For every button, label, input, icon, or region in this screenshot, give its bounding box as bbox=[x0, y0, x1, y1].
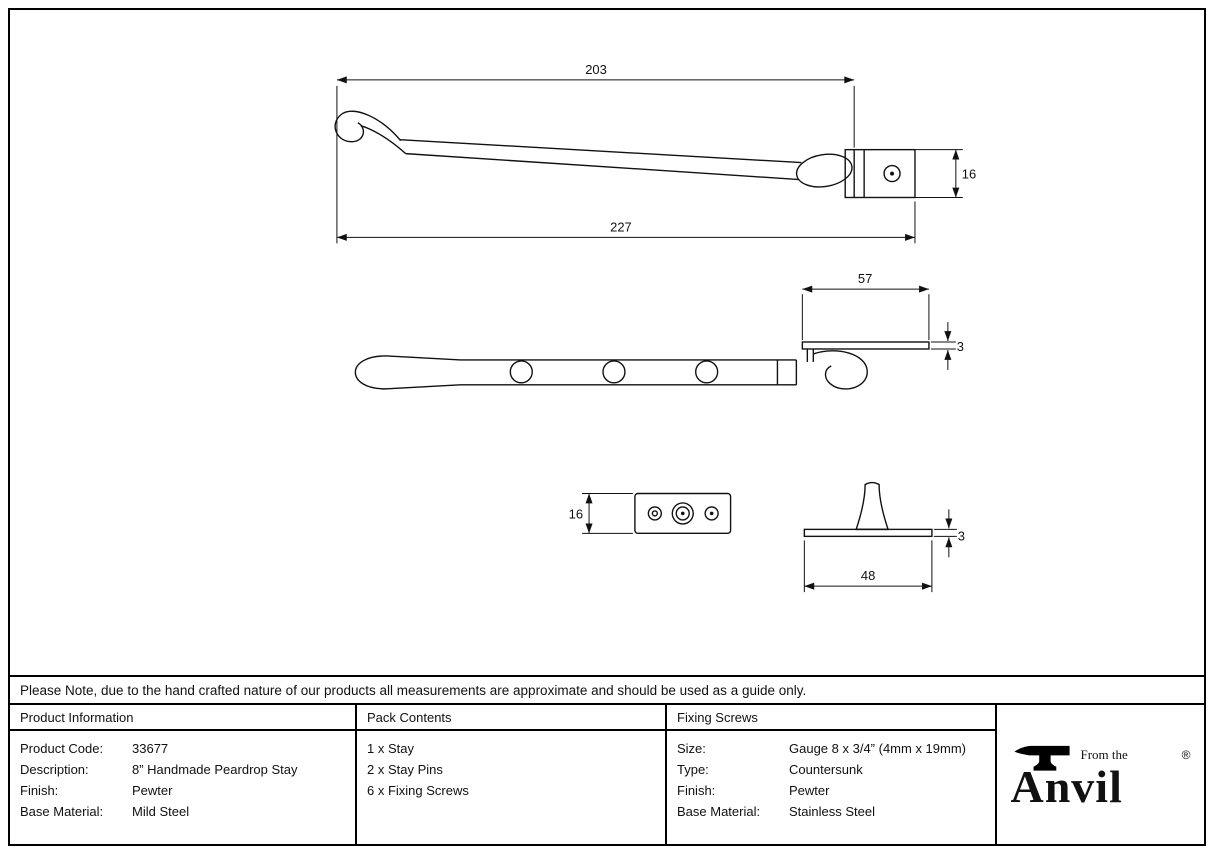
base-material-value: Mild Steel bbox=[132, 804, 190, 819]
screw-type-label: Type: bbox=[677, 762, 709, 777]
keeper-plate-view: 16 bbox=[569, 492, 732, 535]
stay-side-view: 203 bbox=[334, 62, 976, 244]
datasheet-frame: 203 bbox=[8, 8, 1206, 846]
fixing-screws-section: Fixing Screws Size: Gauge 8 x 3/4” (4mm … bbox=[667, 705, 997, 844]
product-information-header: Product Information bbox=[10, 705, 355, 731]
stay-plan-view: 57 3 bbox=[354, 271, 964, 390]
screw-type-value: Countersunk bbox=[789, 762, 863, 777]
product-code-label: Product Code: bbox=[20, 741, 104, 756]
product-code-value: 33677 bbox=[132, 741, 169, 756]
product-code-row: Product Code: 33677 bbox=[20, 741, 345, 757]
dim-203-label: 203 bbox=[585, 62, 607, 77]
dim-16-keeper-label: 16 bbox=[569, 506, 583, 521]
technical-drawing: 203 bbox=[334, 62, 976, 593]
base-material-row: Base Material: Mild Steel bbox=[20, 804, 345, 820]
fixing-screws-header: Fixing Screws bbox=[667, 705, 995, 731]
dim-57-label: 57 bbox=[858, 271, 872, 286]
dim-16-side-label: 16 bbox=[962, 167, 976, 182]
screw-finish-value: Pewter bbox=[789, 783, 830, 798]
pack-item-fixing-screws: 6 x Fixing Screws bbox=[367, 783, 469, 798]
finish-label: Finish: bbox=[20, 783, 59, 798]
pack-contents-header: Pack Contents bbox=[357, 705, 665, 731]
dim-3-pin-label: 3 bbox=[958, 528, 965, 543]
stay-pin-view: 3 48 bbox=[803, 481, 965, 593]
anvil-icon bbox=[1014, 745, 1070, 771]
screw-size-row: Size: Gauge 8 x 3/4” (4mm x 19mm) bbox=[677, 741, 985, 757]
product-information-section: Product Information Product Code: 33677 … bbox=[10, 705, 357, 844]
finish-value: Pewter bbox=[132, 783, 173, 798]
screw-finish-label: Finish: bbox=[677, 783, 716, 798]
dim-227-label: 227 bbox=[610, 219, 632, 234]
measurement-note: Please Note, due to the hand crafted nat… bbox=[10, 675, 1204, 705]
base-material-label: Base Material: bbox=[20, 804, 104, 819]
pack-contents-section: Pack Contents 1 x Stay 2 x Stay Pins 6 x… bbox=[357, 705, 667, 844]
registered-trademark-symbol: ® bbox=[1181, 747, 1191, 762]
technical-drawing-area: 203 bbox=[10, 10, 1204, 675]
screw-base-material-label: Base Material: bbox=[677, 804, 761, 819]
brand-logo-cell: From the Anvil ® bbox=[997, 705, 1204, 844]
screw-finish-row: Finish: Pewter bbox=[677, 783, 985, 799]
screw-base-material-value: Stainless Steel bbox=[789, 804, 875, 819]
pack-item-stay-pins: 2 x Stay Pins bbox=[367, 762, 443, 777]
screw-size-value: Gauge 8 x 3/4” (4mm x 19mm) bbox=[789, 741, 966, 756]
screw-size-label: Size: bbox=[677, 741, 706, 756]
from-the-anvil-logo: From the Anvil ® bbox=[1011, 744, 1191, 809]
dim-3-plan-label: 3 bbox=[957, 339, 964, 354]
screw-type-row: Type: Countersunk bbox=[677, 762, 985, 778]
description-value: 8” Handmade Peardrop Stay bbox=[132, 762, 298, 777]
description-row: Description: 8” Handmade Peardrop Stay bbox=[20, 762, 345, 778]
logo-from-the-text: From the bbox=[1080, 746, 1128, 762]
measurement-note-text: Please Note, due to the hand crafted nat… bbox=[20, 682, 807, 698]
finish-row: Finish: Pewter bbox=[20, 783, 345, 799]
info-table: Product Information Product Code: 33677 … bbox=[10, 705, 1204, 844]
dim-48-label: 48 bbox=[861, 568, 875, 583]
screw-base-material-row: Base Material: Stainless Steel bbox=[677, 804, 985, 820]
description-label: Description: bbox=[20, 762, 89, 777]
pack-item-stay: 1 x Stay bbox=[367, 741, 414, 756]
logo-brand-text: Anvil bbox=[1010, 760, 1123, 812]
